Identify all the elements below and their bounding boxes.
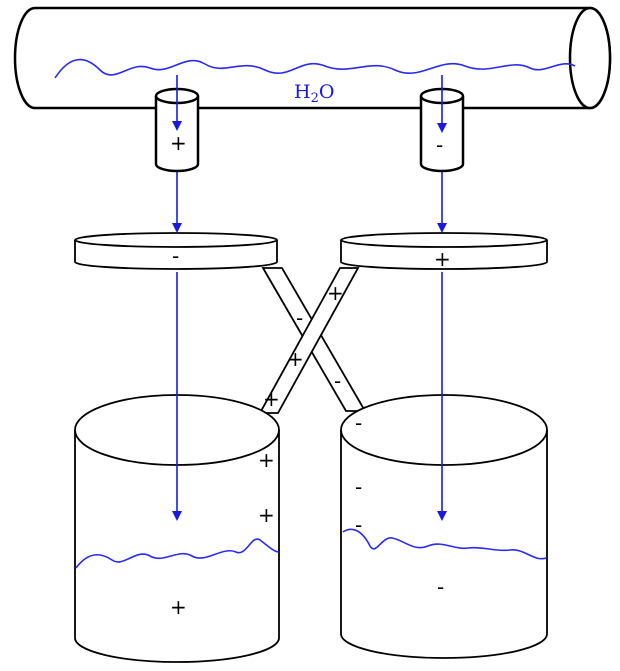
right-bucket-wall-sign-3: - xyxy=(355,513,362,537)
wire-a-sign-2: + xyxy=(287,347,304,371)
right-ring-sign: + xyxy=(434,247,451,271)
right-bucket: - - - - xyxy=(340,394,548,659)
pipe-water-surface xyxy=(54,58,576,79)
flow-arrows xyxy=(172,75,447,521)
left-bucket-wall-sign-1: + xyxy=(258,448,275,472)
right-bucket-water-surface xyxy=(342,528,547,560)
right-bucket-wall-sign-2: - xyxy=(355,475,362,499)
left-bucket-water-surface xyxy=(75,538,280,569)
right-nozzle-sign: - xyxy=(436,133,443,157)
left-ring-sign: - xyxy=(172,244,179,268)
wire-b-sign-2: - xyxy=(334,369,341,393)
water-label: H2O xyxy=(294,81,334,106)
wire-b-sign-1: - xyxy=(296,306,303,330)
left-bucket-water-sign: + xyxy=(170,595,187,619)
water-pipe: H2O xyxy=(13,6,612,110)
right-induction-ring: + xyxy=(340,232,548,271)
wire-a-sign-3: + xyxy=(263,387,280,411)
right-bucket-water-sign: - xyxy=(437,575,444,599)
left-bucket-wall-sign-2: + xyxy=(258,503,275,527)
left-bucket: + + + xyxy=(74,394,280,663)
wire-a-sign-1: + xyxy=(327,281,344,305)
left-induction-ring: - xyxy=(74,232,278,270)
left-nozzle-sign: + xyxy=(170,131,187,155)
right-bucket-wall-sign-1: - xyxy=(355,411,362,435)
cross-connector-wires: + + + - - xyxy=(258,267,367,414)
